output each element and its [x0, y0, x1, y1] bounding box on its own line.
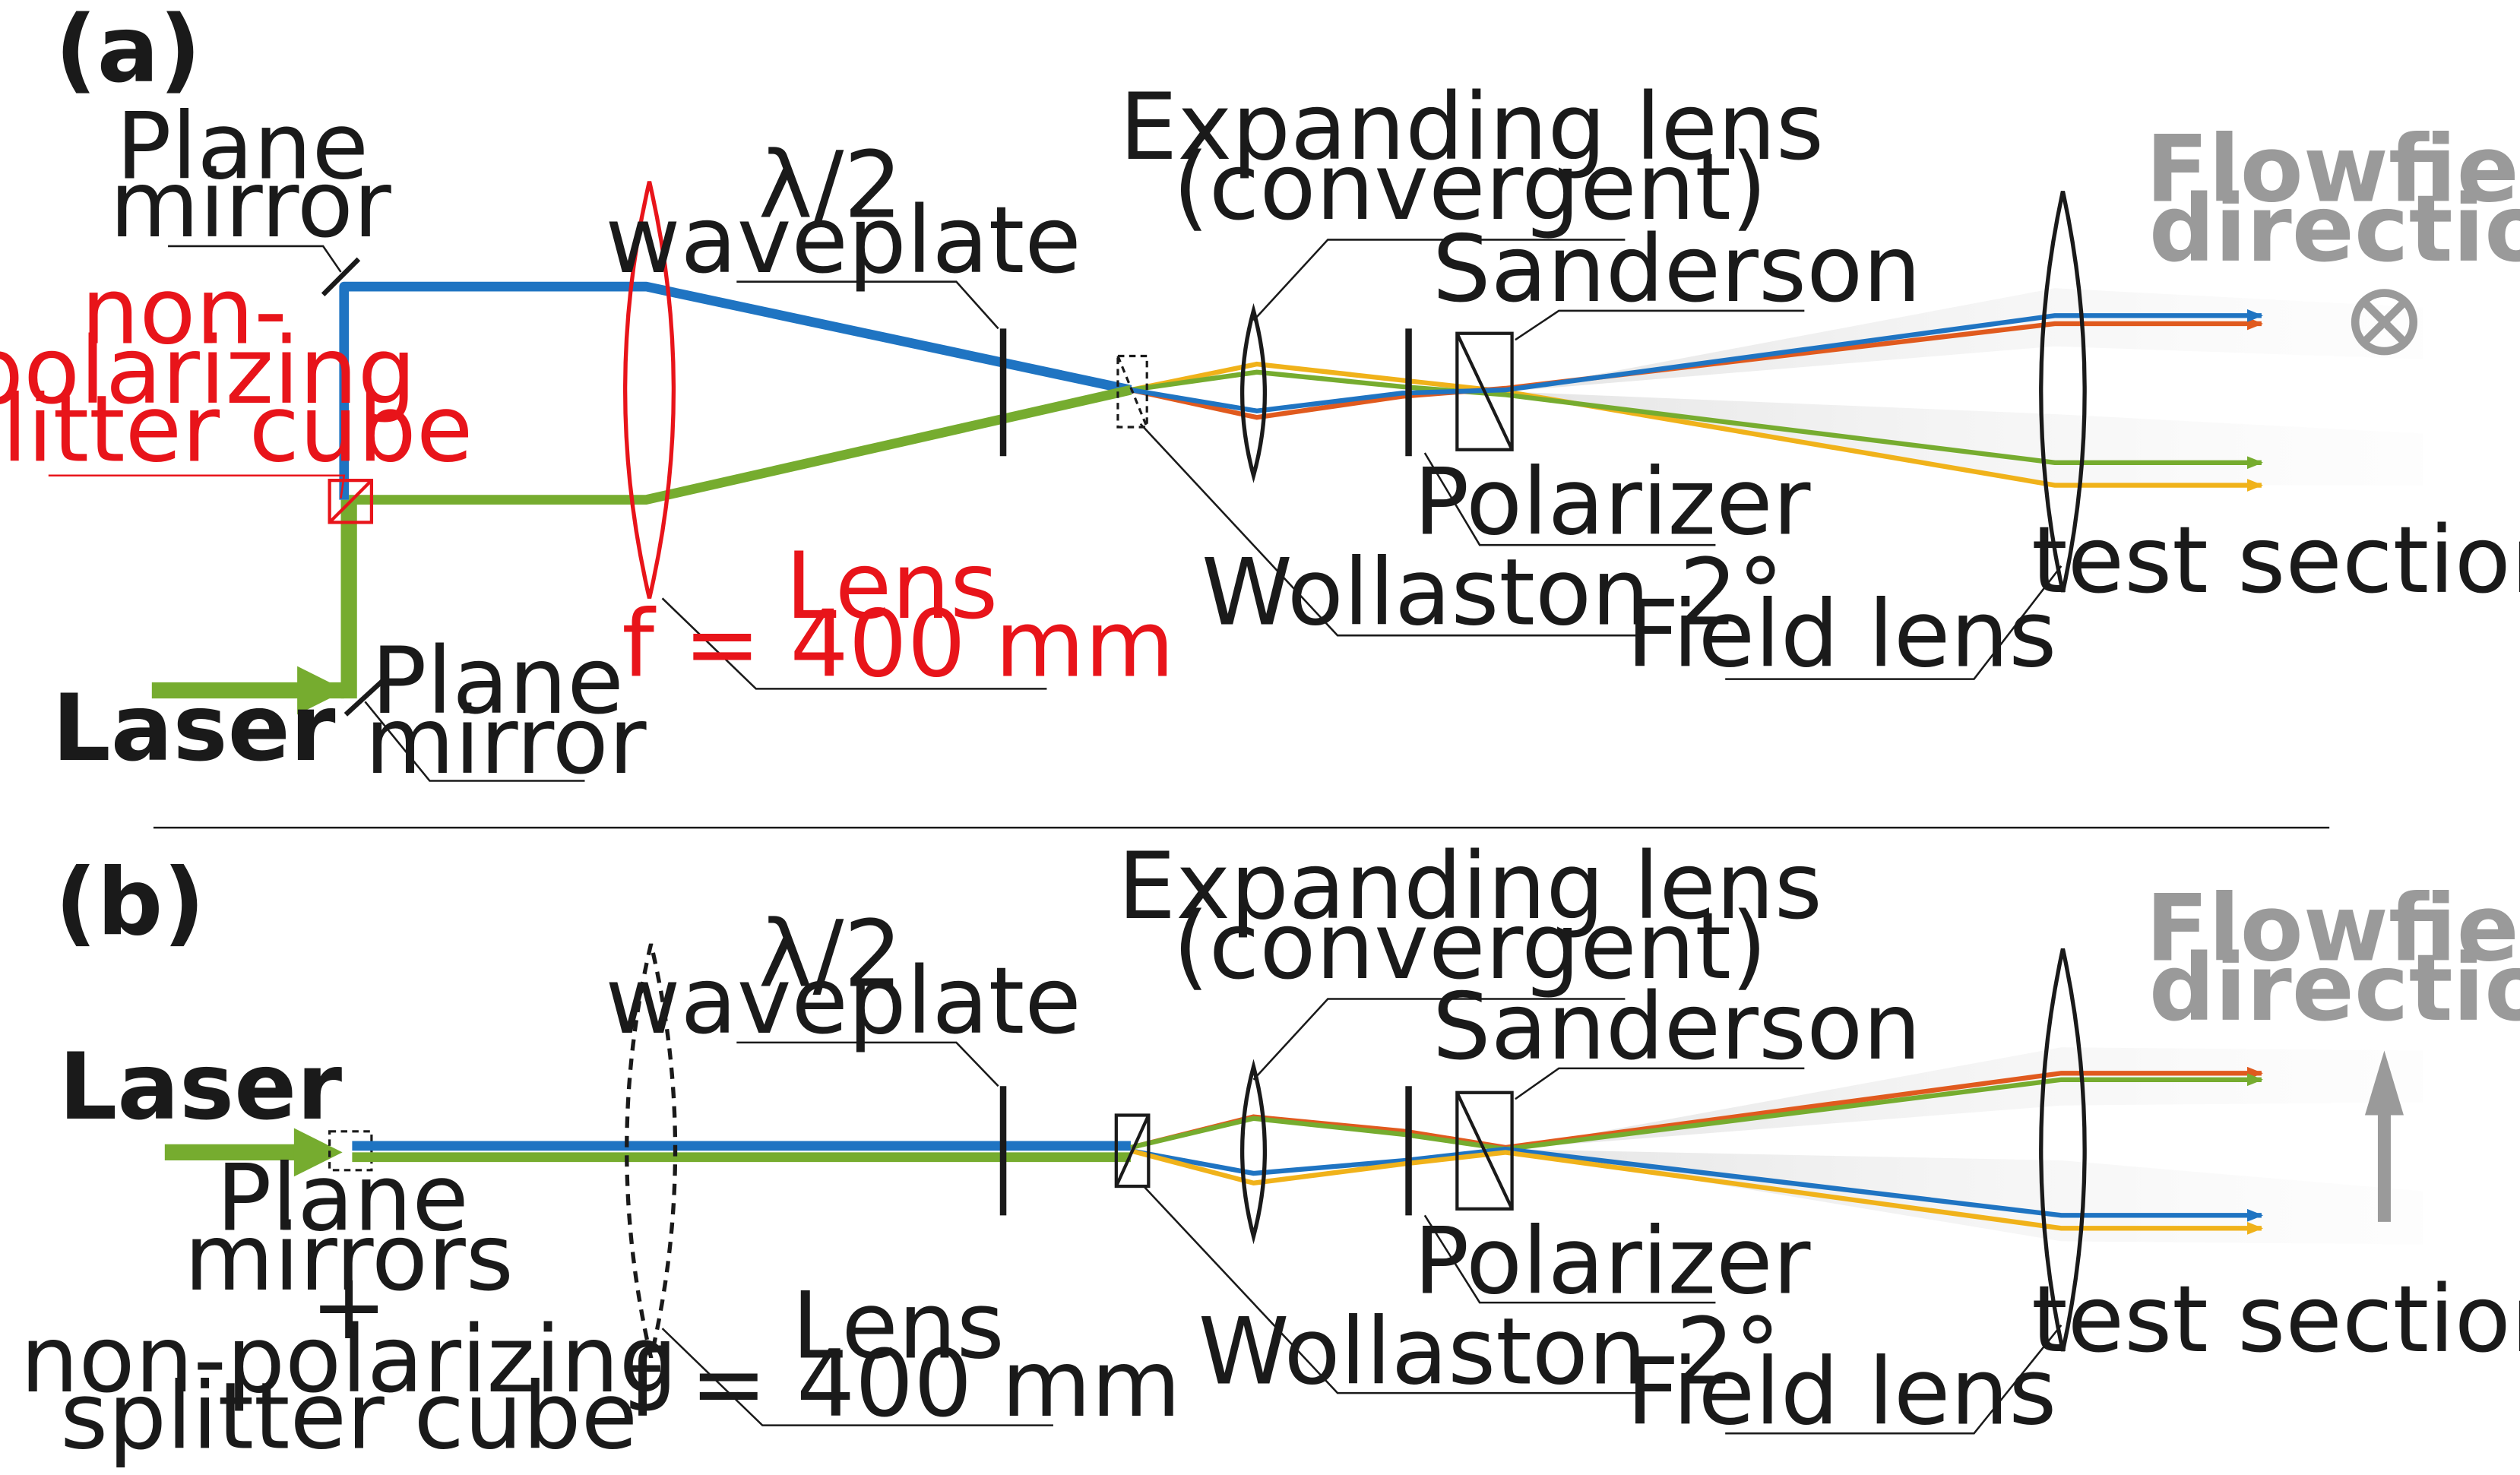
wollaston-dashed [1116, 354, 1148, 429]
wollaston-dashed-diagonal [1116, 355, 1148, 428]
splitter-line1: non- [81, 258, 287, 365]
panel-b: (b) [21, 833, 2520, 1470]
flowfield-line1-a: Flowfield [2145, 116, 2520, 223]
panel-a-tag: (a) [55, 0, 201, 103]
test-section-label-a: test section [2031, 507, 2520, 614]
yellow-beam [1130, 361, 2264, 492]
wollaston-label-b: Wollaston 2° [1198, 1298, 1781, 1405]
waveplate-b-line1: λ/2 [758, 901, 903, 1008]
upward-arrow-icon [2364, 1050, 2404, 1222]
blue-split-beam [1130, 309, 2264, 413]
splitter-line2: polarizing [0, 318, 416, 425]
field-lens-b [2039, 948, 2087, 1352]
flowfield-line1-b: Flowfield [2145, 875, 2520, 982]
lens-line1: Lens [785, 533, 998, 640]
expanding-lens-b-line2: (convergent) [1173, 893, 1767, 1000]
mirrors-line2: mirrors [184, 1204, 514, 1312]
waveplate-b-line2: waveplate [605, 948, 1081, 1055]
expanding-lens-line1: Expanding lens [1119, 74, 1824, 181]
green-beam-path [349, 385, 1132, 505]
waveplate-line1: λ/2 [758, 132, 903, 239]
focusing-lens-red [622, 181, 676, 599]
sanderson-label-a: Sanderson [1433, 216, 1921, 323]
leader-lines-a [168, 239, 2063, 782]
sanderson-label-b: Sanderson [1433, 973, 1921, 1081]
field-lens-label-b: Field lens [1626, 1339, 2056, 1446]
lens-b-line1: Lens [792, 1272, 1005, 1379]
sanderson-diagonal [1455, 332, 1514, 451]
splitter-line3: splitter cube [0, 376, 473, 483]
wollaston-prism [1114, 1113, 1151, 1189]
splitter-cube [328, 479, 374, 524]
panel-b-tag: (b) [55, 849, 204, 956]
splitter-leader [48, 474, 346, 499]
blue-beam-path [339, 281, 1132, 500]
wollaston-label-a: Wollaston 2° [1201, 539, 1784, 646]
leader-lines-b [661, 998, 2063, 1435]
expanding-lens-line2: (convergent) [1173, 134, 1767, 241]
plane-mirror-bottom [343, 677, 387, 717]
plane-mirror-top-line2: mirror [109, 151, 391, 258]
beam-cone-lower-b [1505, 1149, 2423, 1245]
flowfield-line2-a: direction [2149, 176, 2520, 283]
expanding-lens [1240, 302, 1267, 483]
waveplate-line2: waveplate [605, 187, 1081, 294]
plane-mirror-top-line1: Plane [116, 93, 369, 201]
splitter-diagonal [328, 479, 373, 524]
sanderson-diagonal-b [1455, 1091, 1514, 1210]
mirrors-line3: + [310, 1253, 388, 1360]
laser-label-b: Laser [59, 1033, 342, 1141]
plane-mirror-top [321, 257, 361, 296]
panel-a: (a) [0, 0, 2520, 795]
mirrors-line1: Plane [216, 1144, 468, 1252]
wollaston-diagonal [1114, 1114, 1151, 1187]
focusing-lens-dashed [625, 943, 678, 1358]
polarizer-label-b: Polarizer [1414, 1208, 1810, 1315]
lens-line2: f = 400 mm [622, 590, 1174, 698]
sanderson-element-b [1455, 1090, 1514, 1211]
sanderson-element [1455, 331, 1514, 451]
laser-arrowhead-b [293, 1128, 343, 1177]
flowfield-line2-b: direction [2149, 935, 2520, 1042]
laser-label-a: Laser [52, 675, 336, 782]
plane-mirror-bottom-line2: mirror [365, 688, 647, 795]
field-lens [2039, 191, 2087, 593]
field-lens-label-a: Field lens [1626, 581, 2056, 688]
into-page-icon [2351, 289, 2418, 356]
mirrors-line5: splitter cube [60, 1363, 638, 1470]
test-section-label-b: test section [2031, 1266, 2520, 1373]
expanding-lens-b [1239, 1059, 1268, 1245]
mirrors-line4: non-polarizing [21, 1306, 678, 1413]
plane-mirror-bottom-line1: Plane [372, 628, 624, 735]
lens-b-line2: f = 400 mm [628, 1331, 1181, 1438]
polarizer-label-a: Polarizer [1414, 448, 1810, 555]
expanding-lens-b-line1: Expanding lens [1118, 833, 1822, 940]
laser-arrowhead [297, 666, 346, 715]
